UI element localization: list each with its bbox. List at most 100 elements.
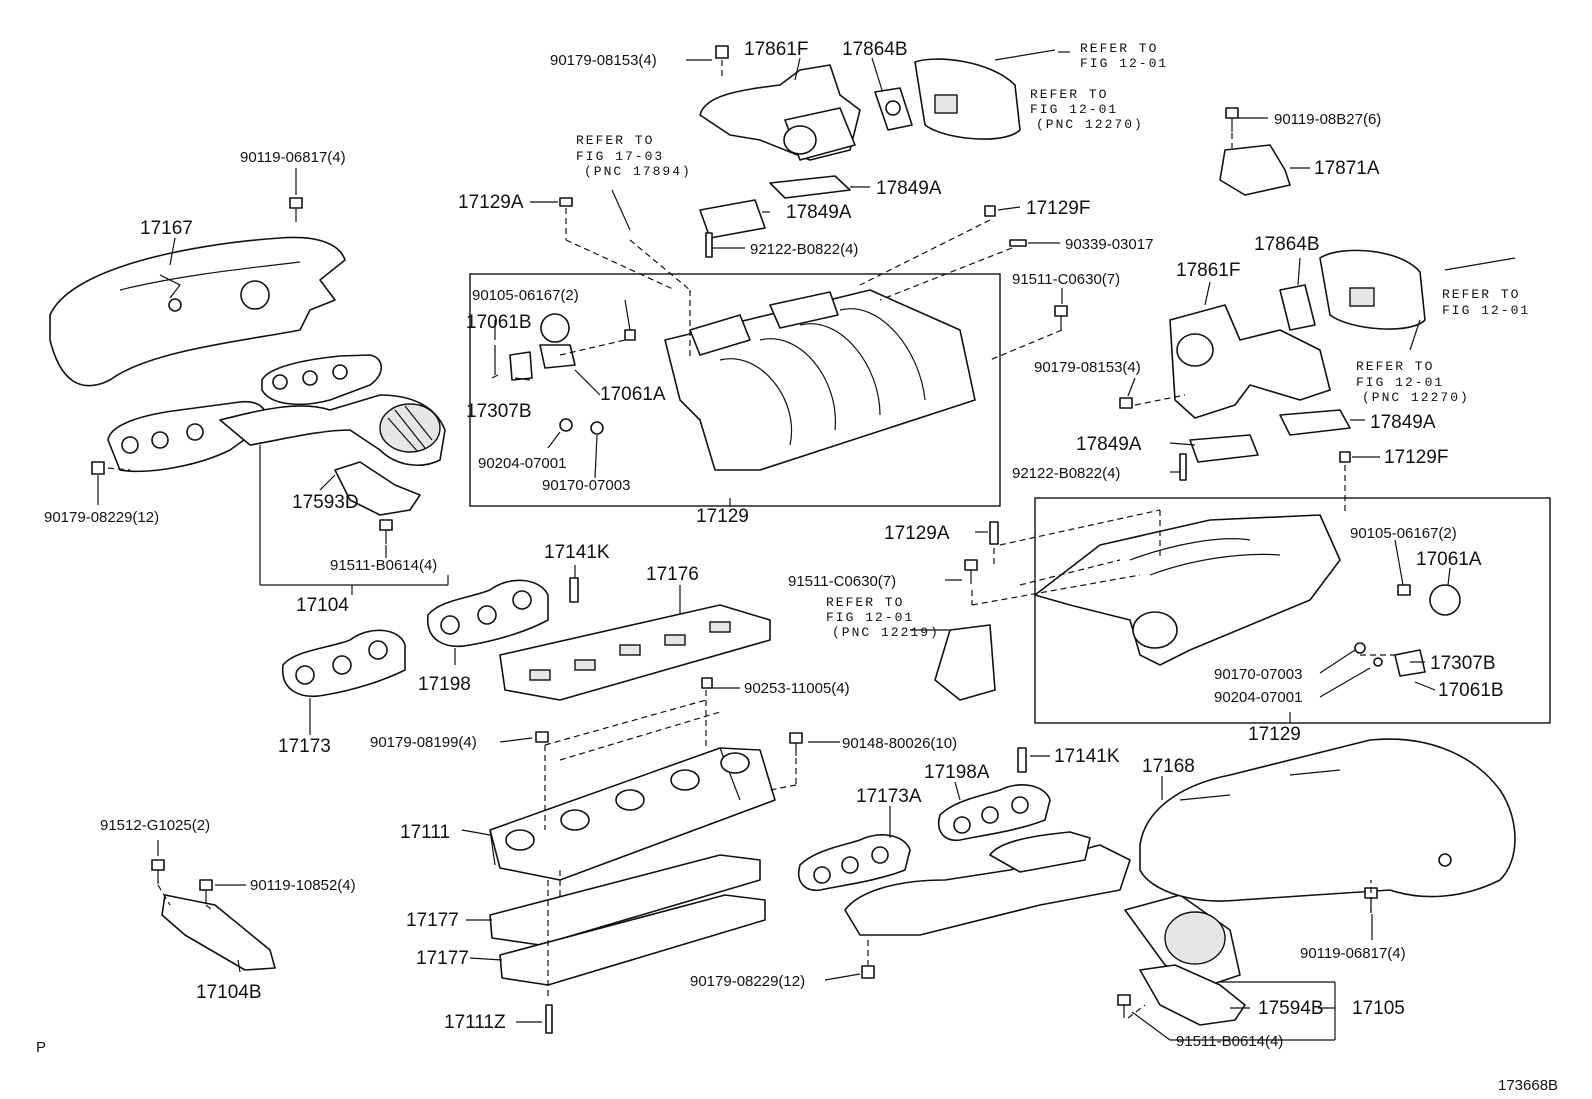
corner-mark: P (36, 1039, 46, 1056)
svg-text:FIG 12-01: FIG 12-01 (1442, 303, 1530, 318)
heat-insulator-17168 (1139, 738, 1516, 902)
svg-text:FIG 17-03: FIG 17-03 (576, 149, 664, 164)
label-90204-left: 90204-07001 (478, 455, 566, 472)
dashed-lines (107, 60, 1395, 1019)
label-17307B-left: 17307B (466, 401, 532, 422)
label-91512: 91512-G1025(2) (100, 817, 210, 834)
label-90253: 90253-11005(4) (744, 680, 850, 697)
label-17849A-a: 17849A (876, 178, 942, 199)
label-17861F-right: 17861F (1176, 260, 1240, 281)
gasket-17198 (427, 579, 549, 647)
gasket-17849A-top (769, 175, 851, 199)
egr-pipe-17861F-top (699, 64, 861, 161)
label-17861F-top: 17861F (744, 39, 808, 60)
label-17593D: 17593D (292, 492, 359, 513)
part-labels: 90179-08153(4) 17861F 17864B 90119-06817… (44, 39, 1504, 1050)
label-17129A-top: 17129A (458, 192, 524, 213)
label-17198A: 17198A (924, 762, 990, 783)
svg-text:REFER TO: REFER TO (576, 133, 654, 148)
exhaust-manifold-17104 (107, 354, 446, 473)
diagram-code: 173668B (1498, 1077, 1558, 1094)
svg-text:REFER TO: REFER TO (1080, 41, 1158, 56)
heat-shield-17594B (1139, 964, 1246, 1026)
gasket-17198A (938, 784, 1051, 841)
svg-text:REFER TO: REFER TO (1442, 287, 1520, 302)
label-17129-right: 17129 (1248, 724, 1301, 745)
left-manifold-group-frame (469, 273, 1001, 507)
label-17307B-right: 17307B (1430, 653, 1496, 674)
label-92122-top: 92122-B0822(4) (750, 241, 858, 258)
label-17129-left: 17129 (696, 506, 749, 527)
leader-lines (97, 51, 1451, 1041)
label-17849A-r1: 17849A (1370, 412, 1436, 433)
gasket-17176 (499, 604, 771, 701)
refer-note-fig1703: REFER TO FIG 17-03 (PNC 17894) (576, 133, 692, 179)
svg-text:(PNC 12270): (PNC 12270) (1362, 390, 1470, 405)
svg-text:(PNC 17894): (PNC 17894) (584, 164, 692, 179)
label-90179-08229-right: 90179-08229(12) (690, 973, 805, 990)
label-17111: 17111 (400, 822, 450, 843)
label-17173: 17173 (278, 736, 331, 757)
right-manifold-group-frame (1034, 497, 1551, 724)
vsv-17061A-right (1394, 584, 1461, 677)
label-90179-08153-top: 90179-08153(4) (550, 52, 657, 69)
label-17129A-right: 17129A (884, 523, 950, 544)
label-90148: 90148-80026(10) (842, 735, 957, 752)
label-92122-right: 92122-B0822(4) (1012, 465, 1120, 482)
bracket-17104B (161, 894, 276, 971)
vsv-17061B-left (491, 313, 576, 381)
label-90105-left: 90105-06167(2) (472, 287, 579, 304)
label-17594B: 17594B (1258, 998, 1324, 1019)
label-90204-right: 90204-07001 (1214, 689, 1302, 706)
gasket-17173A (798, 834, 911, 891)
gasket-17849A-r1 (1279, 409, 1351, 436)
label-17141K-right: 17141K (1054, 746, 1120, 767)
label-17864B-top: 17864B (842, 39, 908, 60)
intake-manifold-17129-left (664, 289, 976, 471)
heat-insulator-17167 (49, 236, 346, 387)
label-90170-right: 90170-07003 (1214, 666, 1302, 683)
refer-note-fig1201-right: REFER TO FIG 12-01 (1442, 287, 1530, 318)
label-17864B-right: 17864B (1254, 234, 1320, 255)
label-90339: 90339-03017 (1065, 236, 1153, 253)
label-90179-08153-right: 90179-08153(4) (1034, 359, 1141, 376)
egr-cooler-top (914, 58, 1021, 140)
label-17104: 17104 (296, 595, 349, 616)
label-90119-10852: 90119-10852(4) (250, 877, 356, 894)
label-91511-C0630-mid: 91511-C0630(7) (788, 573, 896, 590)
label-17141K-left: 17141K (544, 542, 610, 563)
svg-text:(PNC 12270): (PNC 12270) (1036, 117, 1144, 132)
gasket-17849A-top-b (699, 199, 766, 239)
svg-text:FIG 12-01: FIG 12-01 (1356, 375, 1444, 390)
gasket-17864B-right (1279, 284, 1316, 331)
egr-cooler-right (1319, 249, 1426, 330)
svg-text:FIG 12-01: FIG 12-01 (1080, 56, 1168, 71)
label-90119-08B27: 90119-08B27(6) (1274, 111, 1381, 128)
label-90119-06817-left: 90119-06817(4) (240, 149, 346, 166)
gasket-17173 (282, 629, 406, 697)
label-91511-C0630-right: 91511-C0630(7) (1012, 271, 1120, 288)
stud-refer-right (1444, 257, 1516, 271)
label-91511-B0614-left: 91511-B0614(4) (330, 557, 437, 574)
bracket-refer-12219 (934, 624, 996, 701)
label-17061B-right: 17061B (1438, 680, 1504, 701)
refer-note-fig1201-top: REFER TO FIG 12-01 (1080, 41, 1168, 71)
gasket-17177-a (489, 854, 761, 946)
label-90170-left: 90170-07003 (542, 477, 630, 494)
label-17871A: 17871A (1314, 158, 1380, 179)
heat-shield-17593D (334, 461, 421, 516)
cover-17871A (1219, 144, 1291, 196)
label-17177-b: 17177 (416, 948, 469, 969)
gasket-17864B-top (874, 87, 913, 131)
refer-note-fig1201-pnc-right: REFER TO FIG 12-01 (PNC 12270) (1356, 359, 1470, 405)
svg-text:FIG 12-01: FIG 12-01 (826, 610, 914, 625)
gasket-17849A-r2 (1189, 434, 1259, 463)
label-90105-right: 90105-06167(2) (1350, 525, 1457, 542)
label-17176: 17176 (646, 564, 699, 585)
svg-text:REFER TO: REFER TO (1356, 359, 1434, 374)
label-17168: 17168 (1142, 756, 1195, 777)
label-91511-B0614-right: 91511-B0614(4) (1176, 1033, 1283, 1050)
label-17173A: 17173A (856, 786, 922, 807)
label-17104B: 17104B (196, 982, 262, 1003)
